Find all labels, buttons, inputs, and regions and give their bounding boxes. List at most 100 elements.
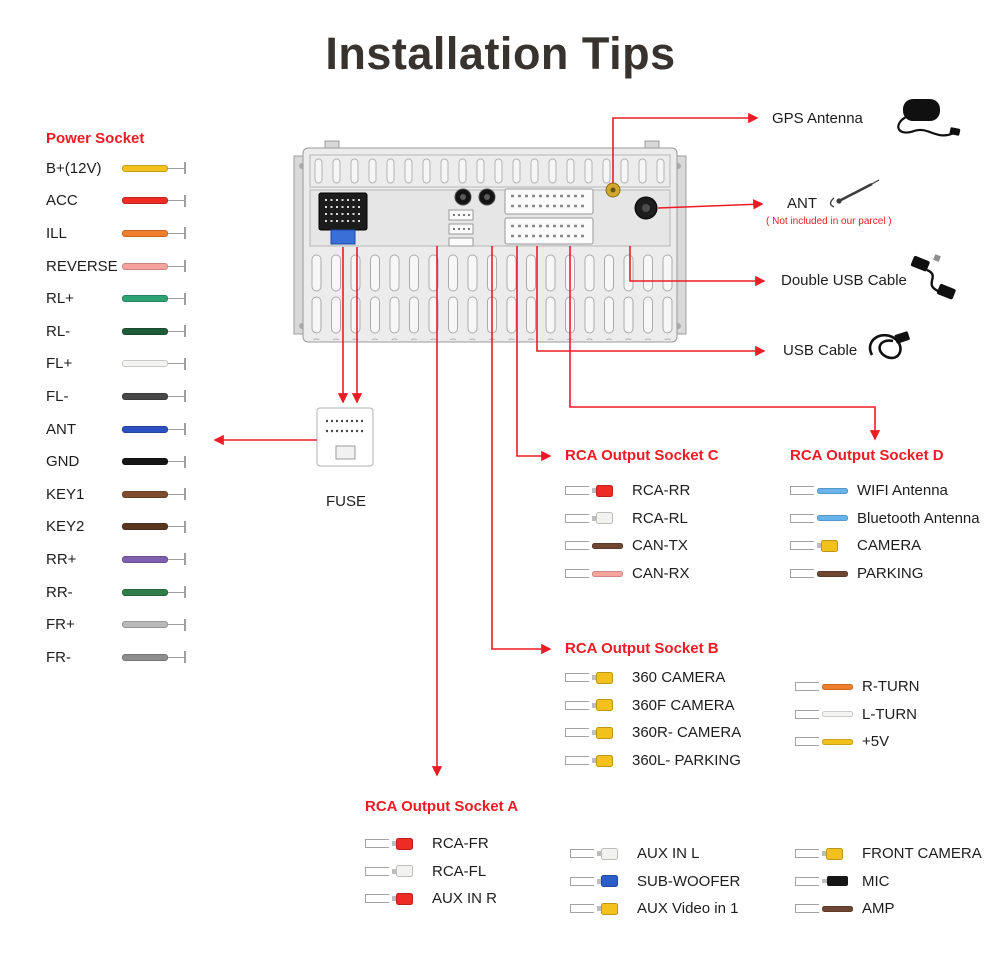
connector-icon-area (392, 837, 426, 850)
wire-lead-pair (365, 894, 389, 904)
wire-lead-line (168, 428, 184, 430)
wire-icon (817, 515, 848, 522)
power-harness-connector (318, 192, 368, 231)
jack-plug-icon (822, 876, 848, 887)
wire-color-swatch (122, 425, 168, 433)
connector-label: MIC (862, 872, 890, 890)
line-to-gps-antenna (612, 112, 759, 183)
connector-row: FRONT CAMERA (795, 840, 982, 868)
wire-pin-tick (184, 325, 186, 338)
connector-row: 360L- PARKING (565, 747, 741, 775)
connector-row: AUX IN L (570, 840, 740, 868)
line-to-socket-d (569, 246, 881, 441)
connector-icon-area (822, 711, 856, 718)
wire-lead-line (168, 200, 184, 202)
head-unit-rear-panel (293, 140, 687, 343)
ant-not-included-note: ( Not included in our parcel ) (766, 216, 892, 227)
connector-label: RCA-RR (632, 482, 691, 500)
connector-icon-area (597, 902, 631, 915)
wire-pin-tick (184, 194, 186, 207)
socket-c-list: RCA-RR RCA-RL (565, 477, 719, 587)
wire-lead-line (168, 656, 184, 658)
wire-color-swatch (122, 490, 168, 498)
wire-pin-tick (184, 455, 186, 468)
connector-row: SUB-WOOFER (570, 868, 740, 896)
wire-label: ANT (46, 420, 76, 438)
connector-row: RCA-RL (565, 505, 719, 533)
usb-cable-label: USB Cable (783, 342, 858, 359)
power-wire-row: KEY1 (46, 478, 186, 511)
connector-row: R-TURN (795, 673, 920, 701)
wire-color-swatch (122, 392, 168, 400)
connection-lines (213, 112, 881, 777)
wire-label: RL- (46, 322, 71, 340)
turn-group-list: R-TURN L-TURN (795, 673, 920, 756)
connector-label: RCA-RL (632, 509, 688, 527)
turn-signal-wire-group: R-TURN L-TURN (795, 663, 920, 756)
connector-row: MIC (795, 868, 982, 896)
wire-label: RR- (46, 583, 73, 601)
wire-label: KEY2 (46, 518, 85, 536)
connector-row: CAMERA (790, 532, 980, 560)
line-to-socket-c (516, 246, 552, 462)
gps-antenna-icon (897, 99, 961, 137)
connector-label: WIFI Antenna (857, 482, 948, 500)
power-socket-group: Power Socket B+(12V) ACC ILL (46, 130, 186, 674)
wire-pin-tick (184, 162, 186, 175)
wire-label: KEY1 (46, 485, 85, 503)
power-wire-row: RR+ (46, 543, 186, 576)
rca-plug-icon (392, 865, 413, 878)
power-wire-row: RR- (46, 576, 186, 609)
wire-lead-pair (565, 513, 589, 523)
power-wire-row: RL- (46, 315, 186, 348)
power-socket-list: B+(12V) ACC ILL (46, 152, 186, 674)
wire-lead-pair (795, 709, 819, 719)
wire-pin-tick (184, 488, 186, 501)
wire-lead-pair (790, 513, 814, 523)
power-wire-row: REVERSE (46, 250, 186, 283)
wire-lead-pair (565, 756, 589, 766)
wire-lead-pair (790, 569, 814, 579)
camera-group-list: FRONT CAMERA MIC (795, 840, 982, 923)
wire-pin-tick (184, 618, 186, 631)
wire-label: RR+ (46, 550, 77, 568)
connector-icon-area (817, 570, 851, 577)
connector-icon-area (822, 876, 856, 887)
rca-plug-icon (392, 837, 413, 850)
fuse-label: FUSE (325, 493, 366, 510)
wire-color-swatch (122, 588, 168, 596)
wire-label: FR- (46, 648, 71, 666)
rca-plug-icon (592, 484, 613, 497)
wire-label: FL+ (46, 355, 73, 373)
wire-label: ILL (46, 224, 67, 242)
connector-icon-area (592, 671, 626, 684)
wire-pin-tick (184, 586, 186, 599)
wire-icon (822, 905, 853, 912)
connector-icon-area (592, 726, 626, 739)
fuse-box (316, 407, 374, 467)
wire-lead-pair (790, 541, 814, 551)
wire-lead-pair (795, 682, 819, 692)
power-wire-row: ANT (46, 413, 186, 446)
rca-plug-icon (597, 847, 618, 860)
connector-row: 360F CAMERA (565, 692, 741, 720)
wire-label: GND (46, 453, 80, 471)
connector-label: CAN-TX (632, 537, 688, 555)
wire-lead-pair (365, 866, 389, 876)
power-wire-row: FL+ (46, 348, 186, 381)
wire-pin-tick (184, 357, 186, 370)
rod-antenna-icon (829, 179, 880, 208)
wire-pin-tick (184, 423, 186, 436)
wire-lead-pair (795, 904, 819, 914)
connector-row: RCA-FR (365, 830, 518, 858)
connector-icon-area (592, 699, 626, 712)
wire-label: REVERSE (46, 257, 118, 275)
wire-label: RL+ (46, 290, 74, 308)
wire-lead-line (168, 298, 184, 300)
connector-label: L-TURN (862, 705, 917, 723)
wire-lead-pair (565, 700, 589, 710)
connector-icon-area (597, 875, 631, 888)
wire-color-swatch (122, 229, 168, 237)
